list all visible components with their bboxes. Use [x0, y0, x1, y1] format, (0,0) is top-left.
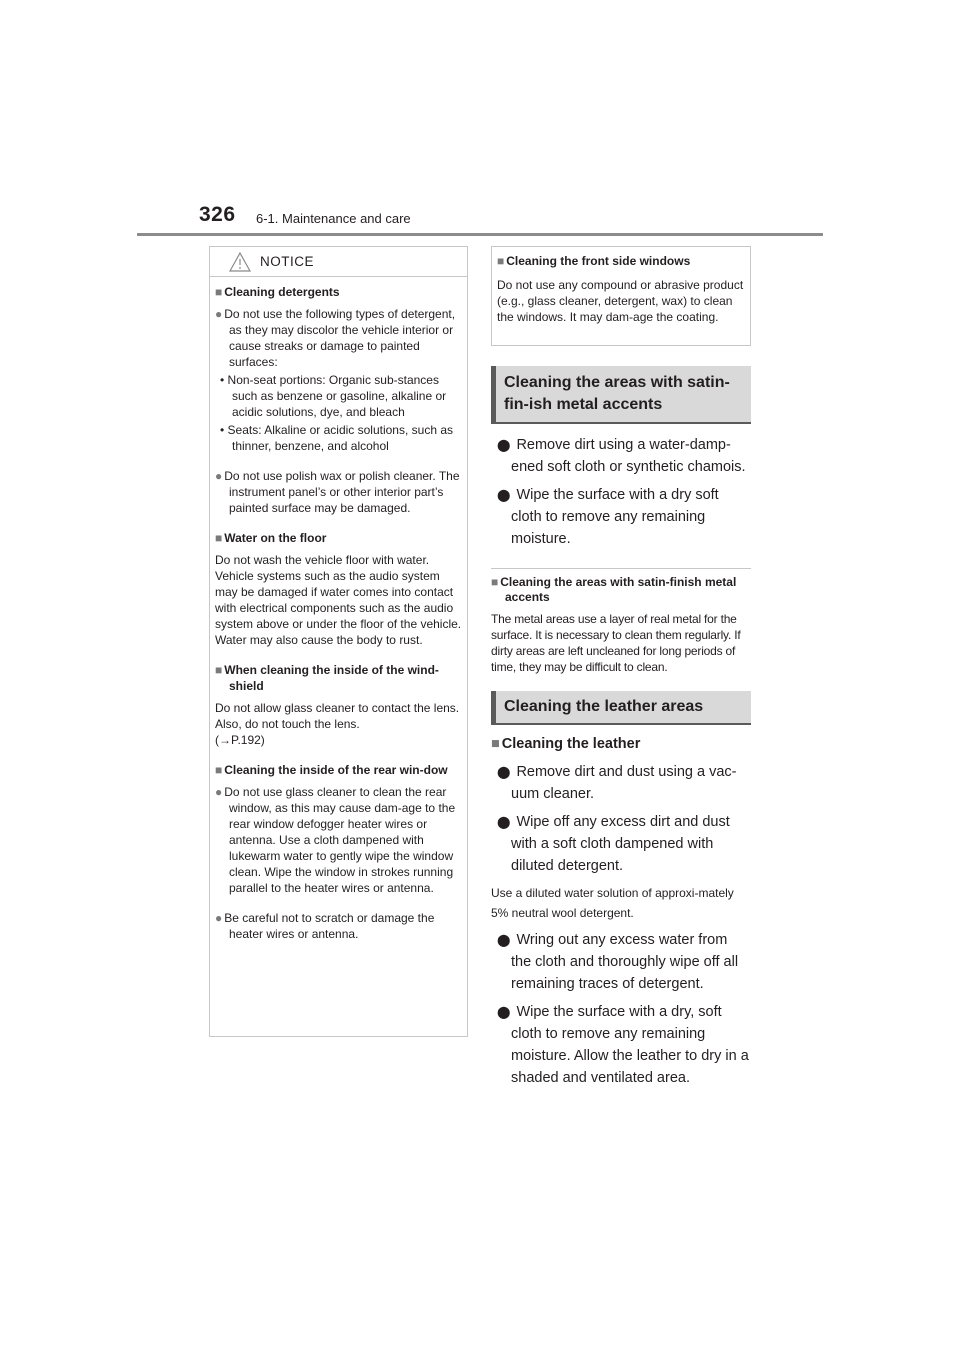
notice-label: NOTICE [260, 254, 315, 269]
step-bullet-icon: ⬤ [497, 438, 511, 452]
notice-box: NOTICE ■Cleaning detergents ●Do not use … [209, 246, 468, 1037]
warning-triangle-icon [229, 252, 251, 272]
satin-heading: Cleaning the areas with satin-fin-ish me… [491, 366, 751, 424]
step-bullet-icon: ⬤ [497, 815, 511, 829]
page-reference-link[interactable]: (→P.192) [215, 733, 265, 747]
notice-bullet: ●Do not use glass cleaner to clean the r… [215, 785, 456, 895]
front-windows-box: ■Cleaning the front side windows Do not … [491, 246, 751, 346]
page-number: 326 [199, 203, 236, 226]
step-item: ⬤Remove dirt and dust using a vac-uum cl… [497, 764, 737, 802]
notice-sub-item: • Non-seat portions: Organic sub-stances… [220, 373, 447, 419]
notice-header: NOTICE [210, 247, 467, 277]
satin-paragraph: The metal areas use a layer of real meta… [491, 612, 741, 674]
header-rule [137, 233, 823, 236]
step-item: ⬤Wipe the surface with a dry soft cloth … [497, 487, 719, 547]
divider [491, 568, 751, 569]
step-item: ⬤Wipe off any excess dirt and dust with … [497, 814, 730, 874]
step-item: ⬤Wring out any excess water from the clo… [497, 932, 739, 992]
notice-bullet: ●Do not use the following types of deter… [215, 307, 456, 369]
satin-subheading: ■Cleaning the areas with satin-finish me… [491, 575, 737, 604]
section-title: 6-1. Maintenance and care [256, 211, 411, 226]
leather-heading: Cleaning the leather areas [491, 691, 751, 725]
leather-subheading: ■Cleaning the leather [491, 736, 641, 752]
step-item: ⬤Wipe the surface with a dry, soft cloth… [497, 1004, 749, 1086]
right-column: ■Cleaning the front side windows Do not … [491, 246, 751, 1089]
notice-subheading: ■When cleaning the inside of the wind-sh… [215, 663, 439, 693]
notice-paragraph: Do not wash the vehicle floor with water… [215, 553, 462, 647]
notice-bullet: ●Be careful not to scratch or damage the… [215, 911, 435, 941]
step-item: ⬤Remove dirt using a water-damp-ened sof… [497, 437, 746, 475]
step-bullet-icon: ⬤ [497, 933, 511, 947]
satin-steps: ⬤Remove dirt using a water-damp-ened sof… [491, 434, 751, 550]
leather-section: ■Cleaning the leather ⬤Remove dirt and d… [491, 733, 751, 1089]
notice-bullet: ●Do not use polish wax or polish cleaner… [215, 469, 460, 515]
notice-body: ■Cleaning detergents ●Do not use the fol… [210, 277, 467, 942]
notice-paragraph: Do not allow glass cleaner to contact th… [215, 701, 460, 747]
step-bullet-icon: ⬤ [497, 488, 511, 502]
notice-sub-item: • Seats: Alkaline or acidic solutions, s… [220, 423, 453, 453]
notice-subheading: ■Cleaning the inside of the rear win-dow [215, 763, 448, 777]
leather-note: Use a diluted water solution of approxi-… [491, 886, 734, 920]
front-windows-text: Do not use any compound or abrasive prod… [497, 278, 744, 324]
front-windows-heading: ■Cleaning the front side windows [497, 254, 691, 268]
step-bullet-icon: ⬤ [497, 1005, 511, 1019]
notice-subheading: ■Cleaning detergents [215, 285, 340, 299]
step-bullet-icon: ⬤ [497, 765, 511, 779]
notice-subheading: ■Water on the floor [215, 531, 327, 545]
